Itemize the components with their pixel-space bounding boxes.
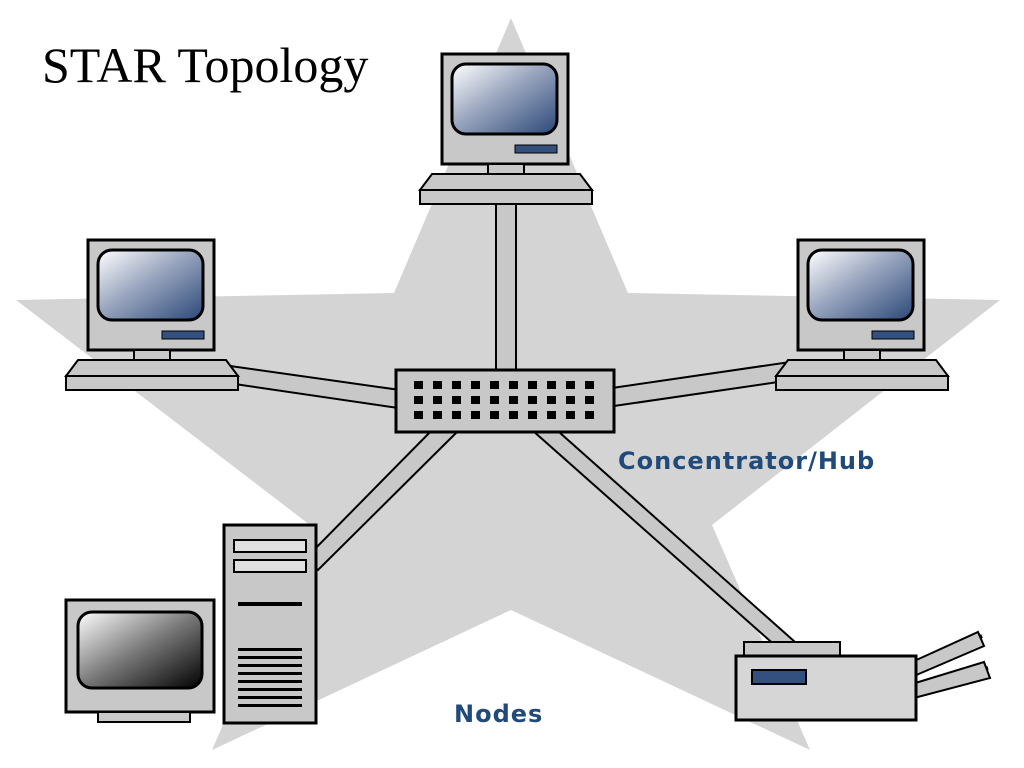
- hub-port: [471, 396, 480, 404]
- hub-port: [585, 396, 594, 404]
- hub-port: [547, 396, 556, 404]
- hub-port: [528, 381, 537, 389]
- hub-port: [490, 381, 499, 389]
- hub-port: [509, 396, 518, 404]
- hub-port: [414, 411, 423, 419]
- tower-vent: [238, 664, 302, 667]
- hub-port: [452, 411, 461, 419]
- tower-vent: [238, 648, 302, 651]
- tower-vent: [238, 696, 302, 699]
- tower: [222, 523, 318, 725]
- computer-top: [418, 52, 594, 205]
- hub-port: [452, 381, 461, 389]
- hub-port: [452, 396, 461, 404]
- hub-port: [490, 396, 499, 404]
- tower-vent: [238, 704, 302, 707]
- monitor: [64, 598, 216, 723]
- tower-vent: [238, 688, 302, 691]
- hub-port: [566, 411, 575, 419]
- hub-port: [509, 411, 518, 419]
- hub-port: [433, 396, 442, 404]
- hub-port: [490, 411, 499, 419]
- hub-port: [471, 411, 480, 419]
- cable-top: [495, 202, 517, 373]
- hub-port: [528, 396, 537, 404]
- nodes-label: Nodes: [454, 700, 543, 728]
- workstation-bottom-left: [64, 523, 318, 725]
- tower-vent: [238, 656, 302, 659]
- hub-port: [414, 396, 423, 404]
- computer-left: [64, 238, 240, 391]
- computer-right: [774, 238, 950, 391]
- hub-port: [433, 411, 442, 419]
- hub-port: [566, 396, 575, 404]
- hub-port: [585, 411, 594, 419]
- tower-vent: [238, 680, 302, 683]
- hub-port: [566, 381, 575, 389]
- tower-vent: [238, 672, 302, 675]
- hub-port: [509, 381, 518, 389]
- hub-port: [528, 411, 537, 419]
- hub-port: [433, 381, 442, 389]
- hub-port: [585, 381, 594, 389]
- hub-port: [547, 381, 556, 389]
- page-title: STAR Topology: [42, 37, 369, 93]
- hub-label: Concentrator/Hub: [618, 447, 875, 475]
- printer: [734, 630, 992, 722]
- hub-port: [547, 411, 556, 419]
- hub-port: [471, 381, 480, 389]
- concentrator-hub: [394, 368, 616, 434]
- hub-port: [414, 381, 423, 389]
